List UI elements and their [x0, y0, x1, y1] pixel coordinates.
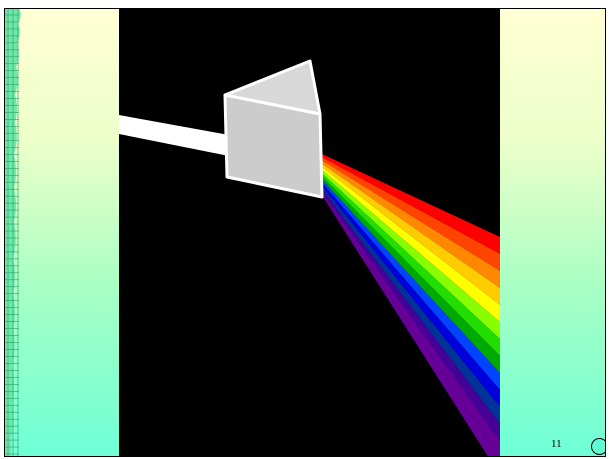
edge-decoration [5, 9, 25, 456]
slide-number: 11 [551, 438, 562, 450]
prism-illustration [119, 9, 500, 457]
circle-icon[interactable] [591, 438, 606, 455]
slide-frame: 11 [4, 8, 606, 457]
